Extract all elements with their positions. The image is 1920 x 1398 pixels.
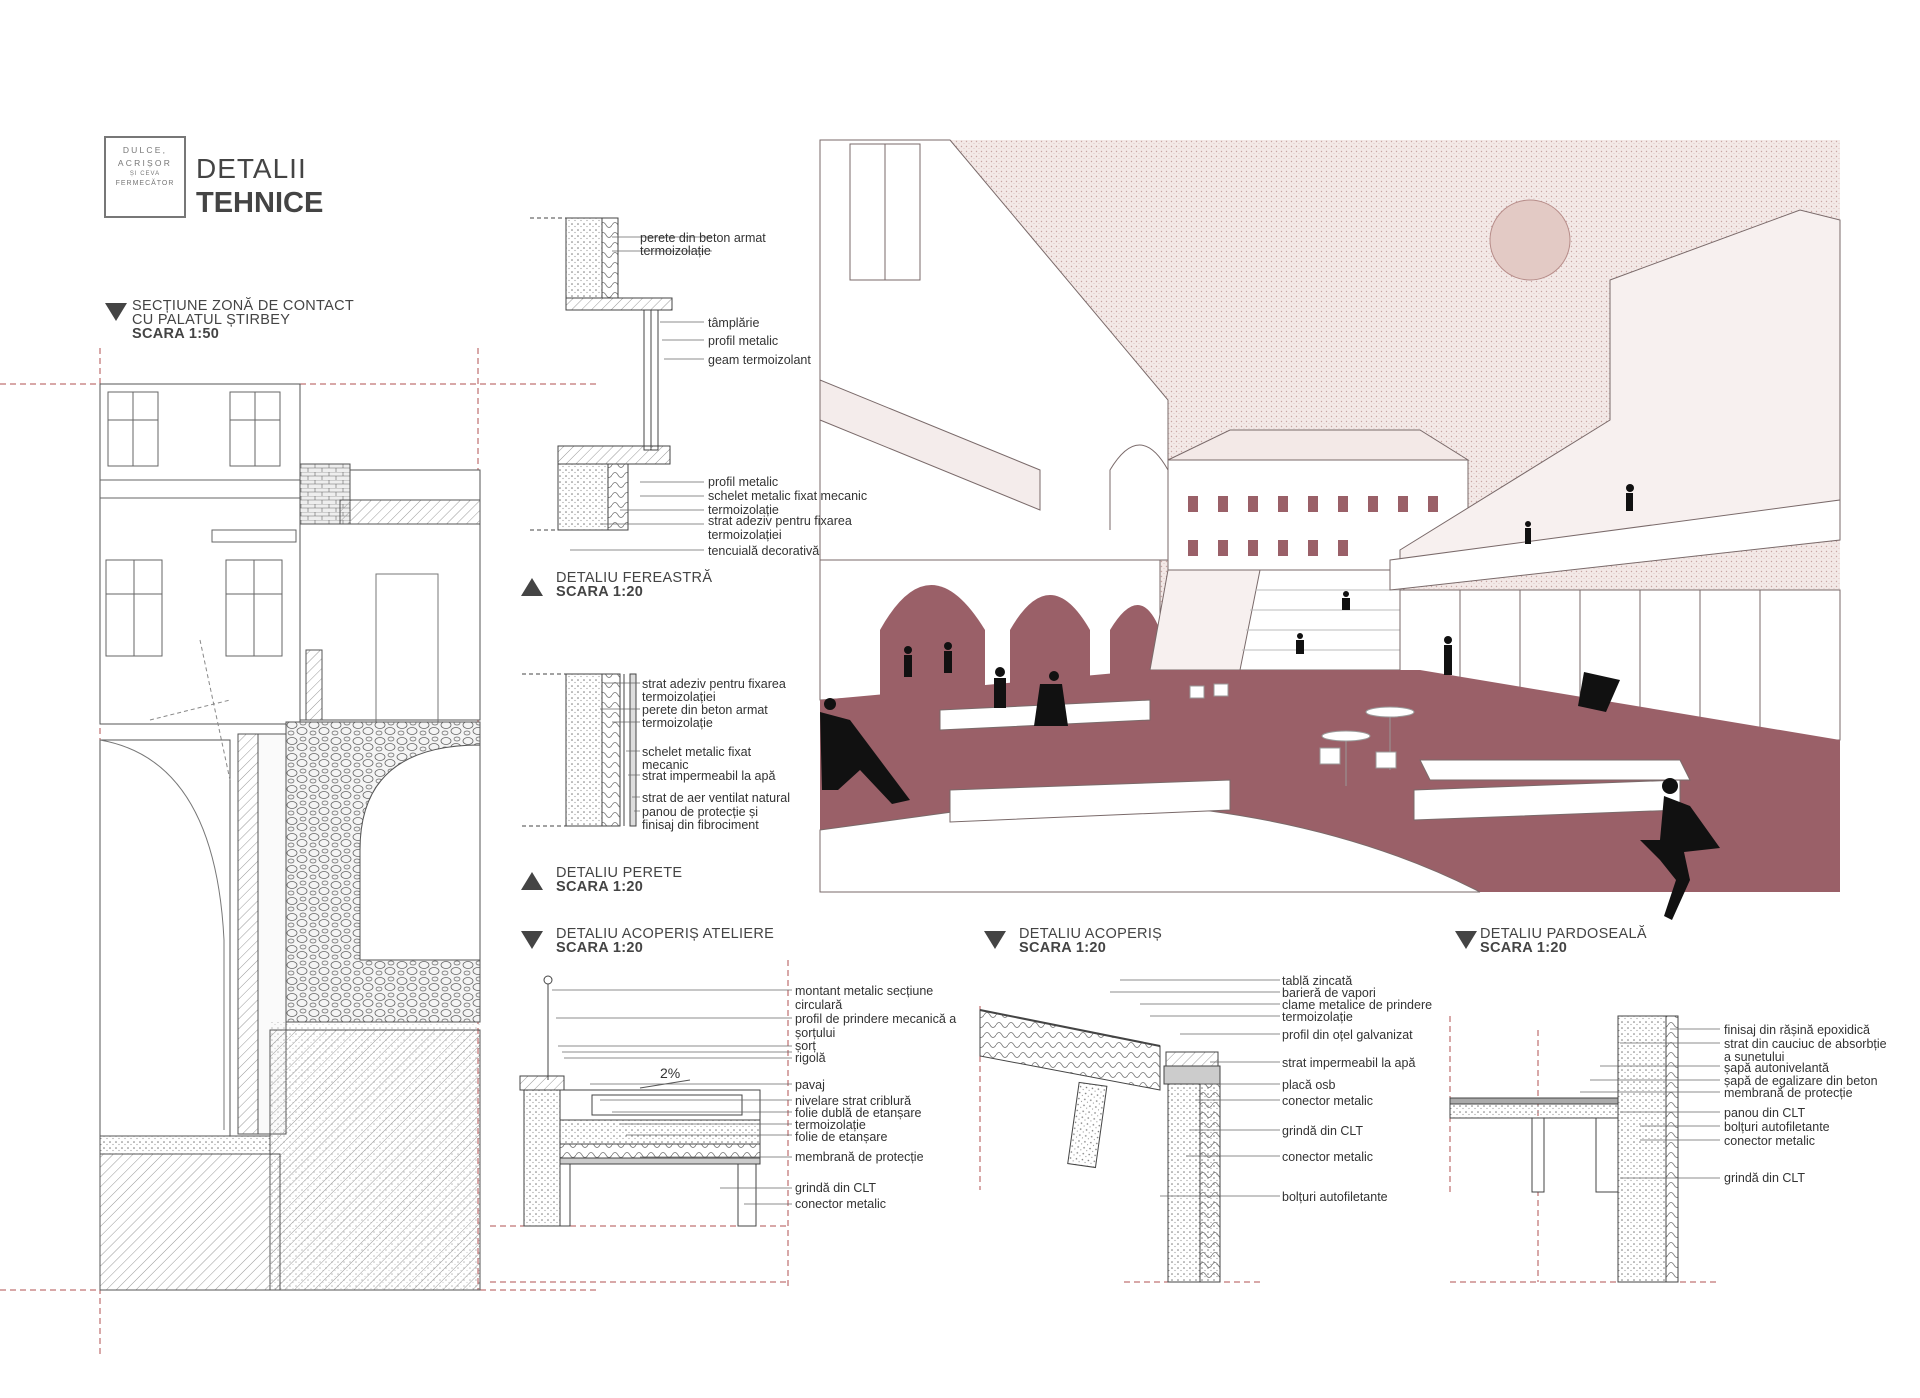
workshop-roof-title: DETALIU ACOPERIȘ ATELIERE <box>556 926 775 942</box>
label-pardoseala-6: panou din CLT <box>1724 1106 1806 1120</box>
courtyard-perspective <box>819 139 1841 920</box>
roof-title: DETALIU ACOPERIȘ <box>1019 926 1163 942</box>
contact-section-drawing <box>0 348 600 1356</box>
label-fereastra-4: geam termoizolant <box>708 353 811 367</box>
label-acoperis-5: strat impermeabil la apă <box>1282 1056 1416 1070</box>
marker-down-icon <box>521 931 543 949</box>
floor-detail-header: DETALIU PARDOSEALĂ SCARA 1:20 <box>1480 926 1647 956</box>
marker-down-icon <box>1455 931 1477 949</box>
roof-scale: SCARA 1:20 <box>1019 940 1107 956</box>
page-title-line2: TEHNICE <box>196 187 324 219</box>
logo: DULCE, ACRIȘOR ȘI CEVA FERMECĂTOR <box>104 136 186 218</box>
logo-line1: DULCE, <box>122 145 168 155</box>
label-pardoseala-0: finisaj din rășină epoxidică <box>1724 1023 1870 1037</box>
label-pardoseala-5: membrană de protecție <box>1724 1086 1853 1100</box>
label-fereastra-1: termoizolație <box>640 244 711 258</box>
label-acoperis-10: bolțuri autofiletante <box>1282 1190 1388 1204</box>
label-perete-5: mecanic <box>642 758 689 772</box>
roof-detail-drawing <box>979 979 1280 1283</box>
label-perete-2: perete din beton armat <box>642 703 768 717</box>
page-title-line1: DETALII <box>196 153 307 184</box>
logo-line3: ȘI CEVA <box>129 171 161 177</box>
marker-down-icon <box>984 931 1006 949</box>
label-ateliere-0: montant metalic secțiune <box>795 984 934 998</box>
label-pardoseala-9: grindă din CLT <box>1724 1171 1806 1185</box>
label-ateliere-9: termoizolație <box>795 1118 866 1132</box>
label-fereastra-8: strat adeziv pentru fixarea <box>708 514 852 528</box>
contact-title: SECȚIUNE ZONĂ DE CONTACT <box>132 298 355 314</box>
label-pardoseala-2: a sunetului <box>1724 1050 1785 1064</box>
label-ateliere-5: rigolă <box>795 1051 826 1065</box>
label-fereastra-7: termoizolație <box>708 503 779 517</box>
label-perete-1: termoizolației <box>642 690 716 704</box>
wall-scale: SCARA 1:20 <box>556 879 644 895</box>
contact-section-header: SECȚIUNE ZONĂ DE CONTACT CU PALATUL ȘTIR… <box>132 298 355 342</box>
wall-detail-drawing <box>522 673 640 827</box>
label-acoperis-0: tablă zincată <box>1282 974 1353 988</box>
label-pardoseala-3: șapă autonivelantă <box>1724 1061 1829 1075</box>
label-acoperis-3: termoizolație <box>1282 1010 1353 1024</box>
roof-detail-header: DETALIU ACOPERIȘ SCARA 1:20 <box>1019 926 1163 956</box>
label-ateliere-12: grindă din CLT <box>795 1181 877 1195</box>
label-pardoseala-7: bolțuri autofiletante <box>1724 1120 1830 1134</box>
label-perete-8: panou de protecție și <box>642 805 759 819</box>
label-acoperis-2: clame metalice de prindere <box>1282 998 1433 1012</box>
workshop-roof-scale: SCARA 1:20 <box>556 940 644 956</box>
window-detail-header: DETALIU FEREASTRĂ SCARA 1:20 <box>556 570 713 600</box>
label-fereastra-5: profil metalic <box>708 475 779 489</box>
label-fereastra-10: tencuială decorativă <box>708 544 820 558</box>
label-ateliere-4: șorț <box>795 1039 816 1053</box>
label-fereastra-6: schelet metalic fixat mecanic <box>708 489 868 503</box>
label-acoperis-7: conector metalic <box>1282 1094 1374 1108</box>
label-acoperis-1: barieră de vapori <box>1282 986 1376 1000</box>
label-pardoseala-1: strat din cauciuc de absorbție <box>1724 1037 1887 1051</box>
label-acoperis-4: profil din oțel galvanizat <box>1282 1028 1413 1042</box>
window-detail-drawing <box>530 217 712 551</box>
logo-line4: FERMECĂTOR <box>115 180 175 187</box>
label-acoperis-6: placă osb <box>1282 1078 1336 1092</box>
marker-up-icon <box>521 872 543 890</box>
label-perete-9: finisaj din fibrociment <box>642 818 759 832</box>
label-ateliere-10: folie de etanșare <box>795 1130 888 1144</box>
label-fereastra-2: tâmplărie <box>708 316 760 330</box>
workshop-roof-header: DETALIU ACOPERIȘ ATELIERE SCARA 1:20 <box>556 926 775 956</box>
marker-up-icon <box>521 578 543 596</box>
label-pardoseala-4: șapă de egalizare din beton <box>1724 1074 1878 1088</box>
label-acoperis-8: grindă din CLT <box>1282 1124 1364 1138</box>
label-ateliere-6: pavaj <box>795 1078 825 1092</box>
label-perete-7: strat de aer ventilat natural <box>642 791 790 805</box>
label-ateliere-7: nivelare strat criblură <box>795 1094 912 1108</box>
label-ateliere-1: circulară <box>795 998 843 1012</box>
label-ateliere-8: folie dublă de etanșare <box>795 1106 922 1120</box>
label-perete-3: termoizolație <box>642 716 713 730</box>
floor-detail-drawing <box>1449 1015 1720 1283</box>
floor-title: DETALIU PARDOSEALĂ <box>1480 926 1647 942</box>
wall-detail-header: DETALIU PERETE SCARA 1:20 <box>556 865 683 895</box>
workshop-roof-drawing <box>490 960 792 1290</box>
label-fereastra-3: profil metalic <box>708 334 779 348</box>
label-perete-6: strat impermeabil la apă <box>642 769 776 783</box>
label-pardoseala-8: conector metalic <box>1724 1134 1816 1148</box>
label-ateliere-11: membrană de protecție <box>795 1150 924 1164</box>
label-ateliere-2: profil de prindere mecanică a <box>795 1012 957 1026</box>
label-ateliere-13: conector metalic <box>795 1197 887 1211</box>
slope-label: 2% <box>660 1065 681 1081</box>
label-fereastra-9: termoizolației <box>708 528 782 542</box>
logo-line2: ACRIȘOR <box>117 158 173 168</box>
window-scale: SCARA 1:20 <box>556 584 644 600</box>
label-ateliere-3: șorțului <box>795 1026 836 1040</box>
label-perete-4: schelet metalic fixat <box>642 745 752 759</box>
label-fereastra-0: perete din beton armat <box>640 231 766 245</box>
label-acoperis-9: conector metalic <box>1282 1150 1374 1164</box>
floor-scale: SCARA 1:20 <box>1480 940 1568 956</box>
marker-down-icon <box>105 303 127 321</box>
label-perete-0: strat adeziv pentru fixarea <box>642 677 786 691</box>
wall-title: DETALIU PERETE <box>556 865 683 881</box>
contact-title2: CU PALATUL ȘTIRBEY <box>132 312 291 328</box>
window-title: DETALIU FEREASTRĂ <box>556 570 713 586</box>
contact-scale: SCARA 1:50 <box>132 326 220 342</box>
